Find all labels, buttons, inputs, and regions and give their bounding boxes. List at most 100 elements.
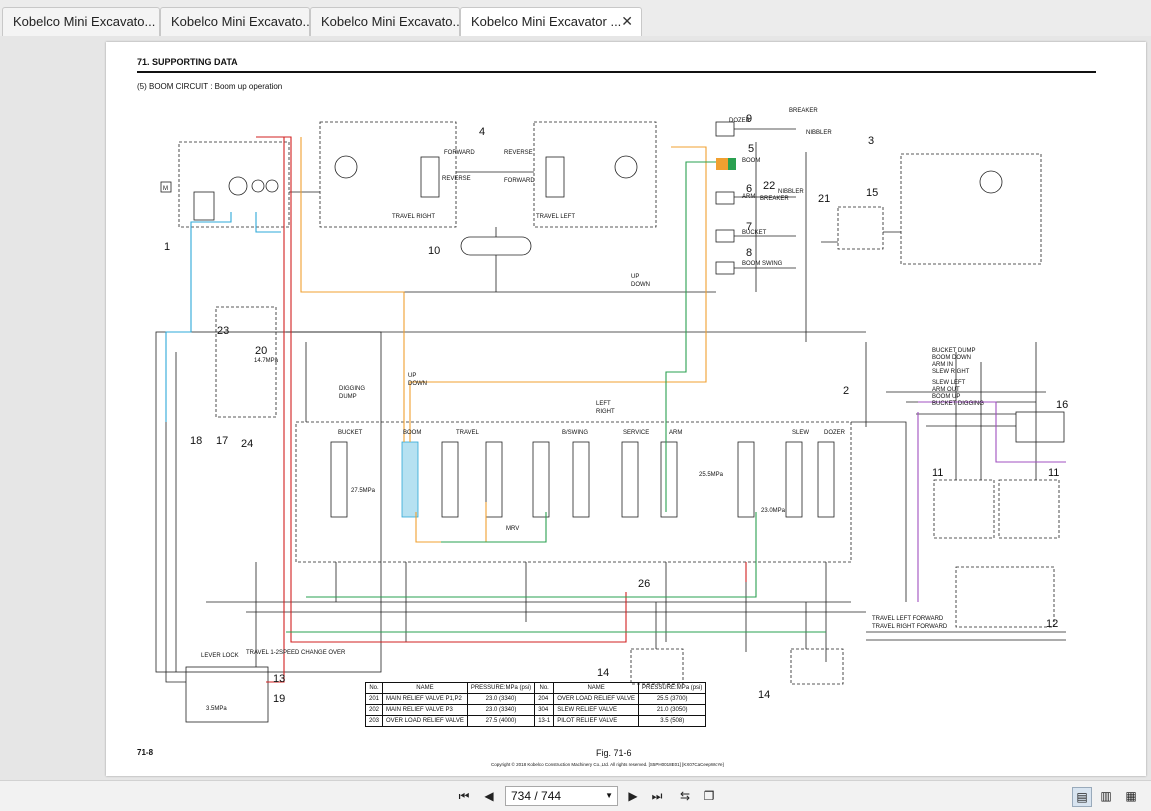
label-bucket-digging: BUCKET DIGGING — [932, 401, 984, 407]
header-rule — [137, 71, 1096, 73]
callout: 11 — [932, 467, 943, 479]
label-pressure: 27.5MPa — [351, 488, 376, 494]
table-header: NAME — [553, 682, 640, 694]
triangle-left-icon: ◀ — [484, 789, 494, 803]
label-dozer: DOZER — [729, 118, 751, 124]
table-cell: 201 — [364, 693, 384, 705]
label-arm: ARM — [742, 194, 755, 200]
callout: 5 — [748, 143, 754, 155]
travel-right-motor-box — [319, 121, 457, 228]
copyright-text: Copyright © 2018 Kobelco Construction Ma… — [491, 762, 724, 767]
label-breaker: BREAKER — [760, 196, 789, 202]
callout: 17 — [216, 435, 228, 447]
label-dump: DUMP — [339, 394, 357, 400]
copy-button[interactable]: ❐ — [700, 787, 718, 805]
label-bucket: BUCKET — [742, 230, 767, 236]
skip-back-icon: ⏮ — [458, 789, 470, 803]
callout: 19 — [273, 693, 285, 705]
callout: 2 — [843, 385, 849, 397]
callout: 9 — [746, 113, 752, 125]
tab-3[interactable]: Kobelco Mini Excavato... — [310, 7, 460, 36]
page-display: 734 / 744 — [511, 789, 562, 803]
callout: 6 — [746, 183, 752, 195]
table-row: 202 MAIN RELIEF VALVE P3 23.0 (3340) 304… — [364, 704, 707, 716]
next-page-button[interactable]: ▶ — [624, 787, 642, 805]
label-travel: TRAVEL — [456, 430, 480, 436]
label-pressure: 3.5MPa — [206, 706, 227, 712]
table-cell: MAIN RELIEF VALVE P3 — [382, 704, 468, 716]
table-cell: 304 — [534, 704, 555, 716]
dozer-cylinder — [715, 121, 735, 137]
label-slew: SLEW — [792, 430, 809, 436]
label-pressure: 14.7MPa — [254, 358, 279, 364]
tab-label: Kobelco Mini Excavato... — [321, 14, 460, 29]
last-page-button[interactable]: ⏭ — [648, 787, 666, 805]
boom-cylinder-rod — [716, 158, 728, 170]
tab-label: Kobelco Mini Excavato... — [171, 14, 310, 29]
page-selector[interactable]: 734 / 744 ▼ — [505, 786, 618, 806]
table-cell: 203 — [364, 715, 384, 727]
tab-1[interactable]: Kobelco Mini Excavato... — [2, 7, 160, 36]
table-cell: 23.0 (3340) — [466, 693, 536, 705]
page-number: 71-8 — [137, 748, 154, 757]
continuous-view-button[interactable]: ▥ — [1097, 787, 1115, 805]
table-header: No. — [534, 682, 555, 694]
relief-pressure-table: No. NAME PRESSURE:MPa (psi) No. NAME PRE… — [364, 682, 707, 727]
document-viewer[interactable]: 71. SUPPORTING DATA (5) BOOM CIRCUIT : B… — [0, 36, 1151, 780]
label-boom: BOOM — [403, 430, 421, 436]
rotate-button[interactable]: ⇆ — [676, 787, 694, 805]
boom-swing-pedal-16 — [1015, 411, 1065, 443]
figure-label: Fig. 71-6 — [596, 748, 632, 758]
single-page-view-button[interactable]: ▤ — [1072, 787, 1092, 807]
callout: 10 — [428, 245, 440, 257]
tab-label: Kobelco Mini Excavator ... — [471, 14, 622, 29]
boom-cylinder-head — [728, 158, 736, 170]
pump-unit-box — [178, 141, 290, 228]
tab-4-active[interactable]: Kobelco Mini Excavator ...✕ — [460, 7, 642, 36]
pilot-line-purple — [918, 401, 1066, 463]
previous-page-button[interactable]: ◀ — [480, 787, 498, 805]
chevron-down-icon: ▼ — [605, 791, 613, 800]
callout: 21 — [818, 193, 830, 205]
table-cell: 27.5 (4000) — [466, 715, 536, 727]
two-page-icon: ▦ — [1125, 789, 1137, 803]
label-travel-left: TRAVEL LEFT — [536, 214, 575, 220]
diagram-subtitle: (5) BOOM CIRCUIT : Boom up operation — [137, 82, 283, 91]
label-travel-2speed: TRAVEL 1-2SPEED CHANGE OVER — [246, 650, 346, 656]
bucket-cylinder — [715, 229, 735, 243]
table-cell: OVER LOAD RELIEF VALVE — [553, 693, 640, 705]
remote-valve-right-11 — [998, 479, 1060, 539]
travel-left-motor-box — [533, 121, 657, 228]
label-travel-right: TRAVEL RIGHT — [392, 214, 435, 220]
triangle-right-icon: ▶ — [628, 789, 638, 803]
tab-label: Kobelco Mini Excavato... — [13, 14, 156, 29]
first-page-button[interactable]: ⏮ — [455, 787, 473, 805]
table-cell: PILOT RELIEF VALVE — [553, 715, 640, 727]
callout: 12 — [1046, 618, 1058, 630]
label-boom: BOOM — [742, 158, 760, 164]
label-arm-in: ARM IN — [932, 362, 953, 368]
label-bucket-dump: BUCKET DUMP — [932, 348, 976, 354]
pressure-line-red — [266, 136, 289, 683]
travel-pilot-valve-12 — [955, 566, 1055, 628]
table-cell: 13-1 — [534, 715, 555, 727]
label-reverse: REVERSE — [442, 176, 471, 182]
tab-2[interactable]: Kobelco Mini Excavato... — [160, 7, 310, 36]
two-page-view-button[interactable]: ▦ — [1122, 787, 1140, 805]
navigation-toolbar: ⏮ ◀ 734 / 744 ▼ ▶ ⏭ ⇆ ❐ ▤ ▥ ▦ — [0, 780, 1151, 811]
table-cell: SLEW RELIEF VALVE — [553, 704, 640, 716]
rotate-icon: ⇆ — [679, 789, 691, 803]
table-header: PRESSURE:MPa (psi) — [466, 682, 536, 694]
label-slew-right: SLEW RIGHT — [932, 369, 970, 375]
label-right: RIGHT — [596, 409, 615, 415]
table-cell: 204 — [534, 693, 555, 705]
callout: 26 — [638, 578, 650, 590]
label-arm-out: ARM OUT — [932, 387, 960, 393]
label-lever-lock: LEVER LOCK — [201, 653, 239, 659]
close-icon[interactable]: ✕ — [621, 13, 633, 29]
label-travel-right-forward: TRAVEL RIGHT FORWARD — [872, 624, 948, 630]
table-row: 201 MAIN RELIEF VALVE P1,P2 23.0 (3340) … — [364, 693, 707, 705]
swivel-joint — [460, 236, 532, 256]
table-header: No. — [364, 682, 384, 694]
label-boom-swing: BOOM SWING — [742, 261, 783, 267]
